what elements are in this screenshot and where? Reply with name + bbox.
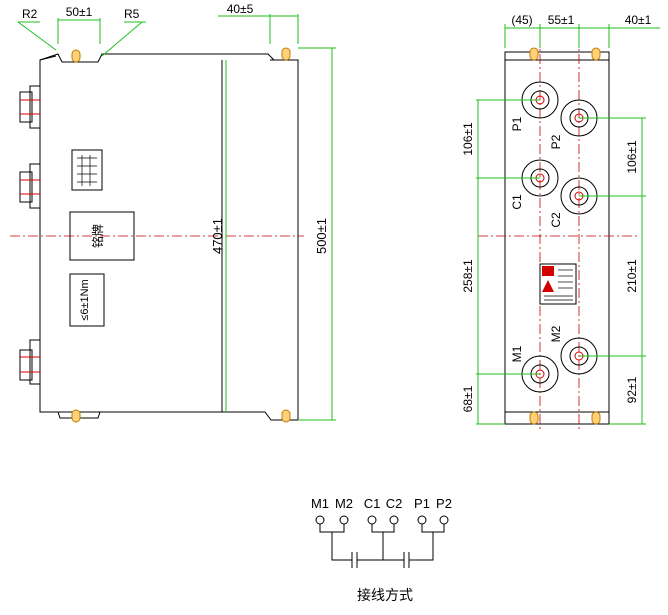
nameplate-label: 铭牌 — [90, 224, 105, 248]
wiring-label-p2: P2 — [436, 496, 452, 511]
dim-left-3: 68±1 — [461, 385, 475, 412]
wiring-node-m1 — [315, 515, 325, 525]
leader-r2 — [17, 21, 57, 51]
wiring-link-m — [319, 524, 345, 533]
left-body-outline — [39, 53, 299, 421]
dim-right-3: 92±1 — [625, 376, 639, 403]
side-terminal-bottom — [19, 339, 41, 385]
mount-hole-bl — [71, 409, 81, 423]
wiring-wire-m — [331, 532, 352, 561]
terminal-label-c2: C2 — [549, 212, 563, 228]
dim-overall-height: 500±1 — [314, 218, 329, 254]
dim-left-1: 106±1 — [461, 122, 475, 156]
wiring-label-p1: P1 — [414, 496, 430, 511]
wiring-node-p2 — [439, 515, 449, 525]
right-mount-hole — [591, 47, 601, 61]
dim-right-2: 210±1 — [625, 259, 639, 293]
dim-right-1: 106±1 — [625, 140, 639, 174]
dim-top-3: 40±1 — [625, 13, 652, 27]
wiring-wire-p — [409, 532, 434, 561]
radius-right-label: R5 — [124, 7, 140, 21]
dim-top-2: 55±1 — [548, 13, 575, 27]
right-mount-hole — [529, 411, 539, 425]
terminal-label-p2: P2 — [549, 134, 563, 149]
dim-left-2: 258±1 — [461, 259, 475, 293]
wiring-label-m1: M1 — [311, 496, 329, 511]
dim-top-1: (45) — [511, 13, 532, 27]
wiring-node-p1 — [417, 515, 427, 525]
wiring-node-c2 — [389, 515, 399, 525]
torque-label: ≤6±1Nm — [79, 279, 91, 320]
mount-hole-tl — [71, 49, 81, 63]
dim-inner-height: 470±1 — [210, 218, 225, 254]
wiring-link-c — [371, 524, 395, 533]
terminal-label-m1: M1 — [510, 345, 524, 362]
dim-top-width: 50±1 — [66, 5, 93, 19]
right-mount-hole — [591, 411, 601, 425]
right-view: P1 P2 C1 C2 M1 M2 (45) 55±1 40±1 — [461, 13, 660, 430]
wiring-link-p — [421, 524, 445, 533]
mount-hole-tr — [281, 47, 291, 61]
side-terminal-middle — [19, 163, 41, 209]
left-top-edge — [39, 55, 57, 61]
schematic-label — [71, 149, 103, 191]
dim-top-offset: 40±5 — [227, 2, 254, 16]
wiring-label-m2: M2 — [335, 496, 353, 511]
wiring-caption: 接线方式 — [357, 587, 413, 603]
leader-r5 — [101, 21, 143, 57]
wiring-label-c1: C1 — [364, 496, 381, 511]
mount-hole-br — [281, 409, 291, 423]
terminal-label-m2: M2 — [549, 325, 563, 342]
terminal-label-p1: P1 — [510, 116, 524, 131]
right-body-outline — [504, 51, 610, 425]
side-terminal-top — [19, 85, 41, 129]
radius-left-label: R2 — [22, 7, 38, 21]
warning-label — [539, 263, 577, 305]
left-view: 铭牌 ≤6±1Nm 50±1 R2 R5 40±5 470±1 500±1 — [10, 2, 336, 423]
wiring-label-c2: C2 — [386, 496, 403, 511]
terminal-label-c1: C1 — [510, 194, 524, 210]
wiring-node-c1 — [367, 515, 377, 525]
wiring-diagram: M1 M2 C1 C2 P1 P2 接线方式 — [311, 496, 452, 603]
right-mount-hole — [529, 47, 539, 61]
wiring-node-m2 — [339, 515, 349, 525]
torque-box — [69, 273, 105, 327]
